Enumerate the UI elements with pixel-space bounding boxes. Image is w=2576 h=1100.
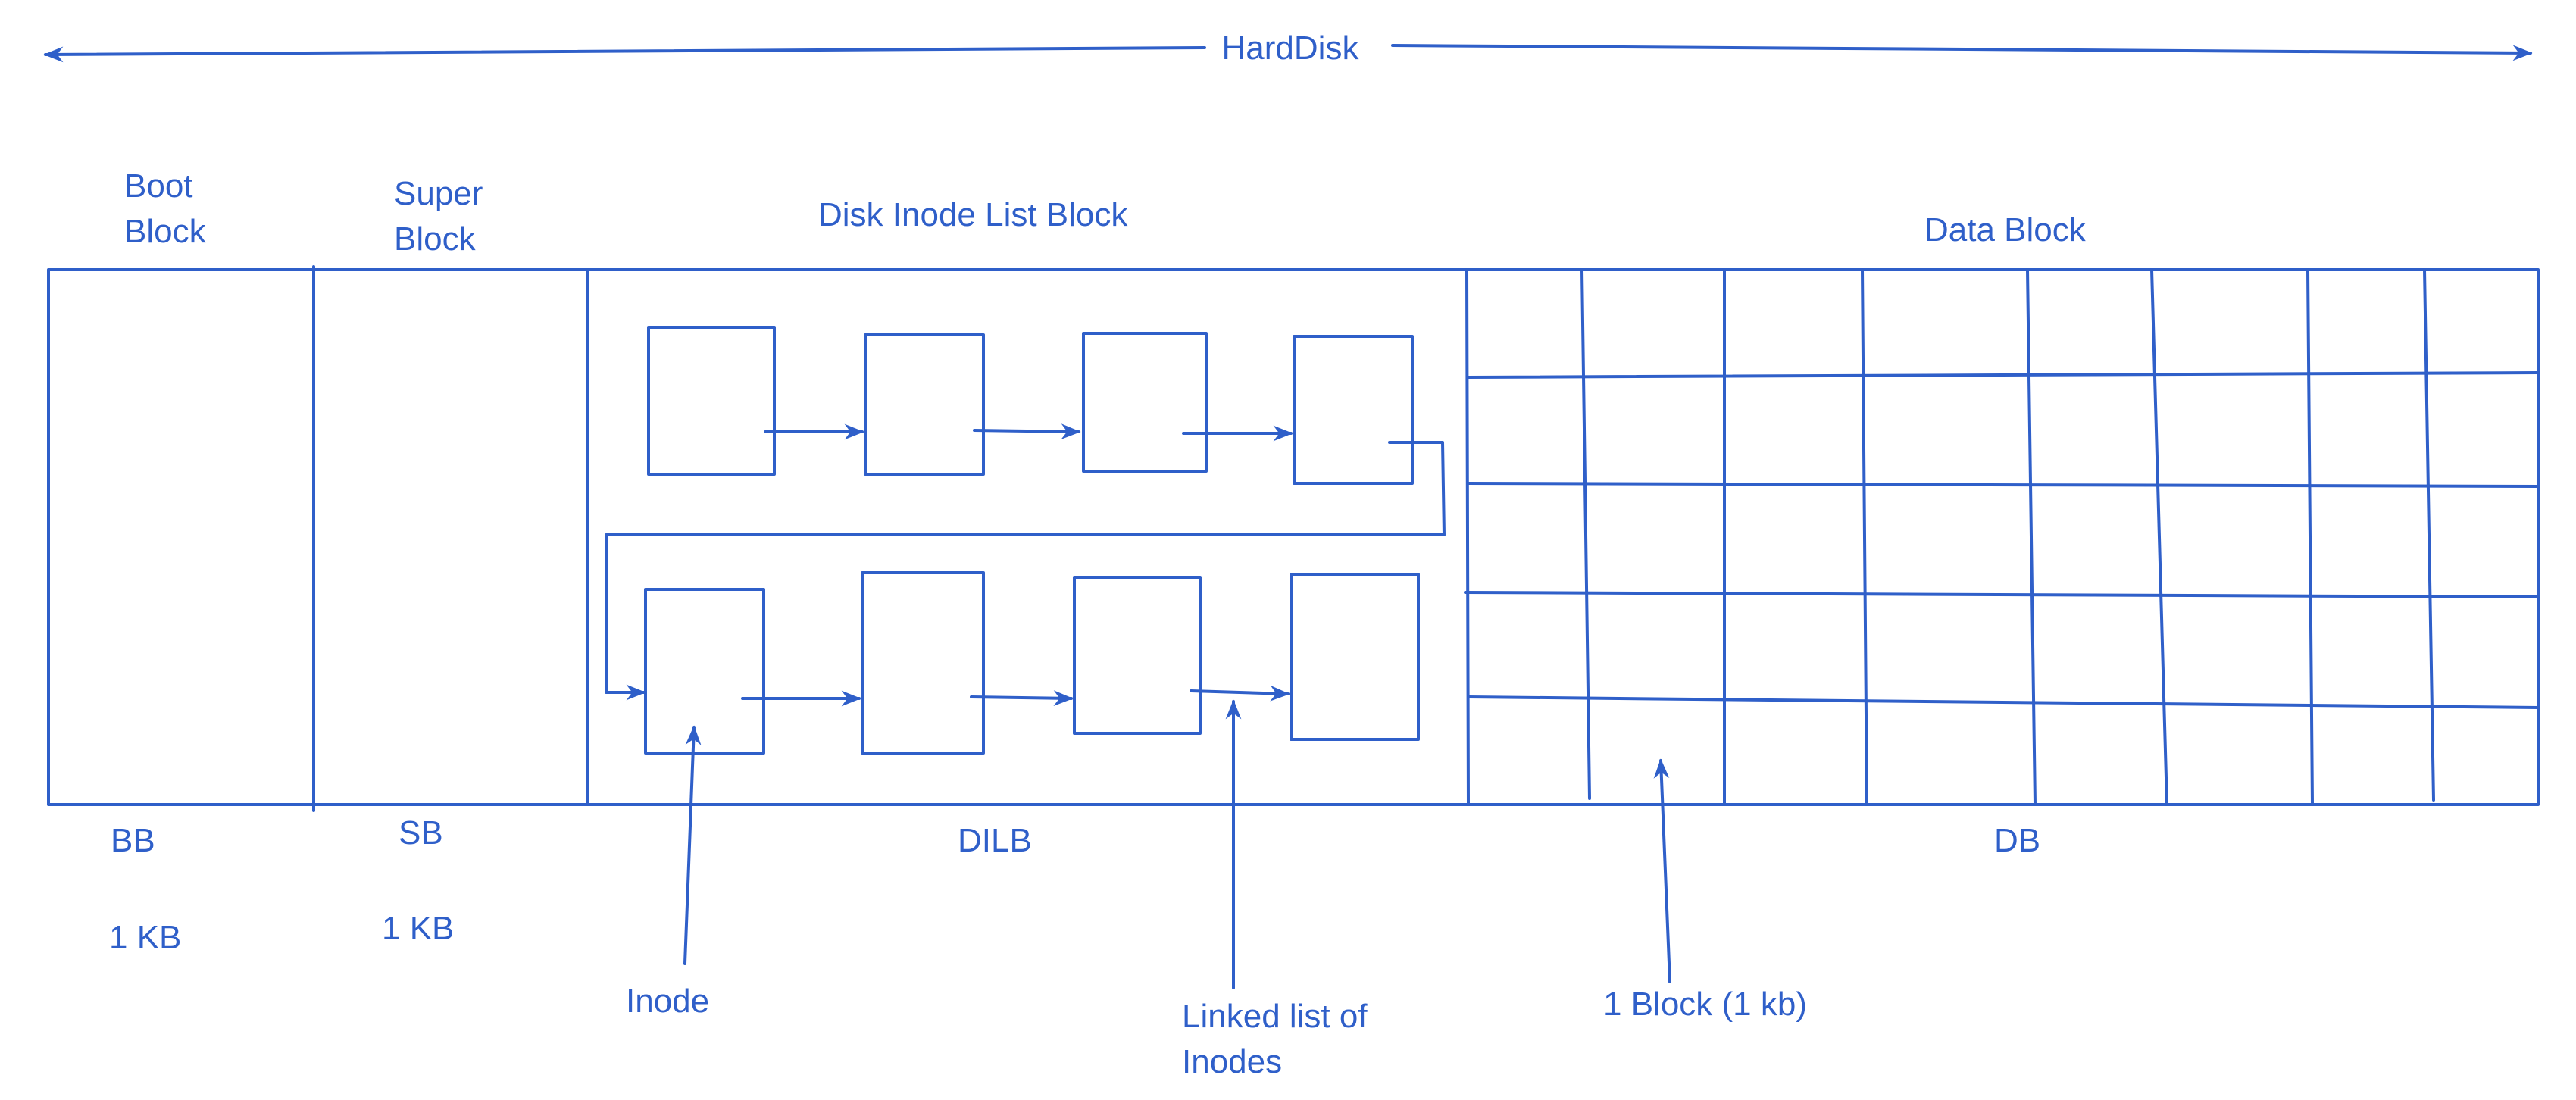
- harddisk-title: HardDisk: [1222, 30, 1360, 67]
- inode-box-1: [647, 326, 776, 476]
- harddisk-left-arrow: [43, 46, 1206, 63]
- dilb-title: Disk Inode List Block: [818, 196, 1128, 233]
- boot-block-title-line1: Boot: [124, 167, 193, 205]
- inode-box-4: [1293, 335, 1414, 485]
- bb-size-label: 1 KB: [109, 919, 181, 956]
- grid-row-1: [1467, 371, 2540, 379]
- block-size-annotation: 1 Block (1 kb): [1603, 986, 1807, 1023]
- inode-box-6: [861, 571, 985, 755]
- harddisk-right-arrow: [1391, 44, 2533, 61]
- grid-row-4: [1467, 695, 2540, 709]
- grid-row-2: [1467, 482, 2540, 488]
- inode-box-8: [1290, 573, 1420, 741]
- inode-box-7: [1073, 576, 1202, 735]
- dilb-data-divider: [1465, 268, 1470, 806]
- inode-list: [605, 326, 1446, 755]
- harddisk-span: HardDisk: [43, 30, 2533, 67]
- db-label: DB: [1994, 822, 2040, 859]
- sb-size-label: 1 KB: [382, 910, 454, 947]
- inode-box-2: [864, 333, 985, 476]
- data-block-title: Data Block: [1924, 211, 2087, 248]
- link-arrow-wrap: [605, 441, 1446, 701]
- grid-col-3: [1861, 268, 1868, 806]
- inode-annotation: Inode: [626, 983, 709, 1020]
- disk-layout: [47, 265, 2540, 812]
- boot-block-title-line2: Block: [124, 213, 207, 250]
- link-arrow-6: [970, 690, 1074, 707]
- super-block-title-line2: Block: [394, 220, 477, 258]
- grid-col-6: [2306, 268, 2314, 806]
- data-block-grid: [1464, 268, 2540, 806]
- inode-box-3: [1082, 332, 1208, 473]
- sb-label: SB: [399, 814, 443, 852]
- grid-col-4: [2026, 268, 2037, 806]
- grid-col-7: [2423, 268, 2435, 802]
- dilb-label: DILB: [958, 822, 1032, 859]
- super-block-title-line1: Super: [394, 175, 483, 212]
- link-arrow-2: [973, 423, 1081, 440]
- linked-list-annotation-line1: Linked list of: [1182, 998, 1368, 1035]
- grid-col-1: [1580, 268, 1591, 800]
- inode-pointer-arrow: [683, 725, 702, 965]
- block-pointer-arrow: [1653, 758, 1671, 983]
- grid-col-5: [2150, 268, 2168, 806]
- grid-row-3: [1464, 591, 2540, 598]
- link-arrow-7: [1190, 685, 1290, 702]
- bb-label: BB: [111, 822, 155, 859]
- disk-outline: [47, 268, 2540, 806]
- inode-box-5: [644, 588, 765, 755]
- annotations: Inode Linked list of Inodes 1 Block (1 k…: [626, 699, 1807, 1080]
- linked-list-annotation-line2: Inodes: [1182, 1043, 1282, 1080]
